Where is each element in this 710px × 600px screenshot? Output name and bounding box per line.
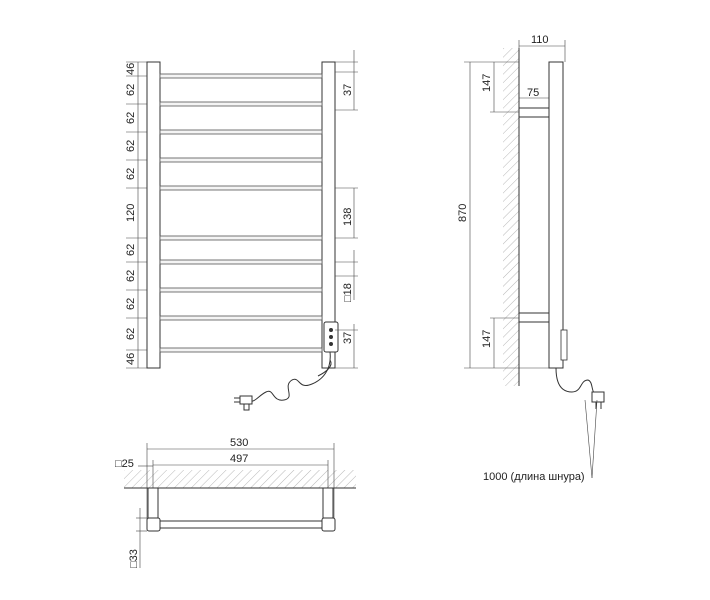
side-depth-label: 110 [531, 34, 549, 46]
left-dimension-ticks [126, 61, 147, 369]
profile-side-label: □33 [128, 549, 140, 568]
front-view: 46 62 62 62 62 120 62 62 62 62 46 [125, 50, 358, 411]
top-right-rail [321, 517, 336, 532]
top-wall-hatch [124, 470, 356, 488]
power-cable [247, 351, 331, 403]
right-dim-bottom: 37 [342, 332, 354, 344]
left-spacing-label: 46 [125, 63, 137, 75]
left-spacing-label: 62 [125, 168, 137, 180]
right-dim-profile: □18 [342, 283, 354, 302]
side-bracket-offset-label: 75 [527, 87, 539, 99]
crossbar [159, 185, 323, 191]
top-crossbar [159, 520, 323, 529]
left-spacing-label: 62 [125, 298, 137, 310]
top-wall-bracket [518, 107, 550, 118]
wall-hatch [503, 48, 519, 386]
left-spacing-label: 46 [125, 353, 137, 365]
power-cable-coil [317, 359, 332, 377]
controller-button-icon [329, 342, 333, 346]
left-rail [146, 61, 161, 369]
top-view: 530 497 □25 □33 [115, 437, 356, 568]
top-right-bracket [322, 487, 334, 519]
top-left-rail [146, 517, 161, 532]
left-spacing-label: 62 [125, 270, 137, 282]
left-dimension-labels: 46 62 62 62 62 120 62 62 62 62 46 [125, 63, 137, 365]
crossbar [159, 347, 323, 353]
crossbar [159, 315, 323, 321]
controller-button-icon [329, 335, 333, 339]
cable-leader-line [584, 399, 593, 479]
side-height-label: 870 [457, 204, 469, 222]
crossbar [159, 287, 323, 293]
width-inner-label: 497 [230, 453, 248, 465]
left-spacing-label: 62 [125, 140, 137, 152]
side-view: 110 75 147 870 147 [457, 34, 605, 483]
side-top-bracket-label: 147 [481, 74, 493, 92]
right-dim-middle: 138 [342, 208, 354, 226]
profile-top-label: □25 [115, 458, 134, 470]
left-spacing-label: 62 [125, 112, 137, 124]
crossbar [159, 259, 323, 265]
side-bottom-bracket-label: 147 [481, 330, 493, 348]
top-left-bracket [147, 487, 159, 519]
heating-controller [323, 321, 339, 353]
right-dim-top: 37 [342, 84, 354, 96]
left-spacing-label: 62 [125, 328, 137, 340]
bottom-wall-bracket [518, 312, 550, 323]
crossbar [159, 129, 323, 135]
crossbar [159, 157, 323, 163]
crossbar [159, 73, 323, 79]
left-spacing-label: 62 [125, 84, 137, 96]
right-dimension-chain [335, 50, 358, 369]
crossbars [159, 73, 323, 353]
side-power-plug-icon [591, 391, 605, 409]
side-power-cable [555, 367, 599, 397]
power-plug-icon [234, 395, 253, 411]
width-outer-label: 530 [230, 437, 248, 449]
left-spacing-label: 62 [125, 244, 137, 256]
side-rail [548, 61, 564, 369]
crossbar [159, 235, 323, 241]
cable-length-label: 1000 (длина шнура) [483, 471, 585, 483]
controller-button-icon [329, 328, 333, 332]
side-controller [560, 329, 568, 361]
crossbar [159, 101, 323, 107]
left-spacing-label: 120 [125, 204, 137, 222]
